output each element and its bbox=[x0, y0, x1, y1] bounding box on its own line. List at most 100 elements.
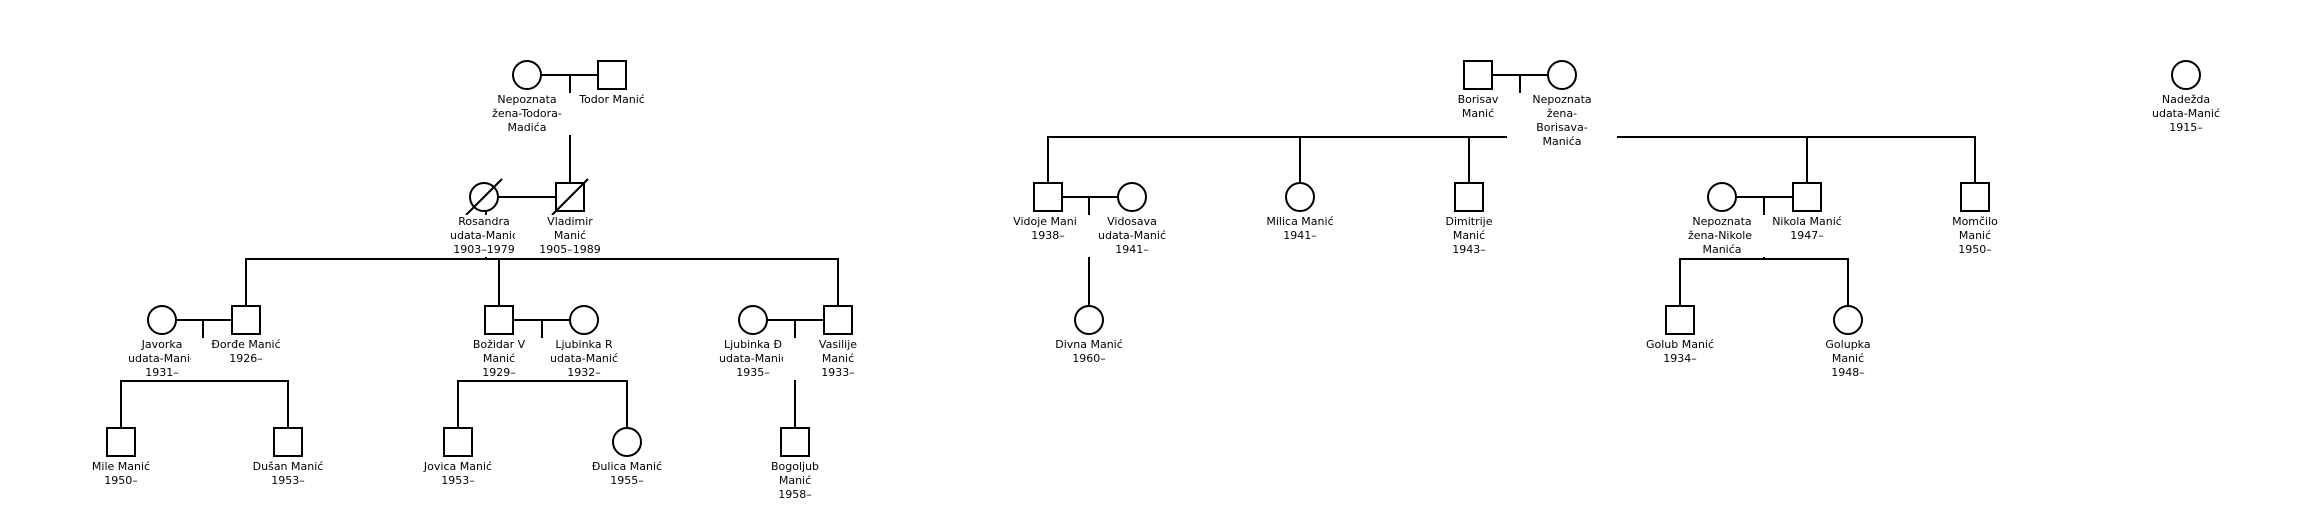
person-label-line: Bogoljub bbox=[770, 460, 820, 473]
male-symbol bbox=[1960, 182, 1990, 212]
person-label-line: 1935– bbox=[736, 366, 770, 379]
person-label-line: 1905–1989 bbox=[539, 243, 601, 256]
person-label-line: Madića bbox=[507, 121, 547, 134]
person-label-line: Javorka bbox=[141, 338, 183, 351]
person-label-line: Borisava- bbox=[1536, 121, 1588, 134]
female-symbol bbox=[1833, 305, 1863, 335]
person-label-line: Golub Manić bbox=[1645, 338, 1715, 351]
person-label-line: Vladimir bbox=[547, 215, 593, 228]
person-label-line: Dušan Manić bbox=[252, 460, 324, 473]
descent-line bbox=[1520, 136, 1976, 183]
female-symbol bbox=[1117, 182, 1147, 212]
descent-line bbox=[203, 380, 289, 429]
descent-line bbox=[1764, 258, 1849, 307]
male-symbol bbox=[273, 427, 303, 457]
person-label-line: udata-Manić bbox=[1097, 229, 1167, 242]
person-label-line: udata-Manić bbox=[127, 352, 197, 365]
male-symbol bbox=[443, 427, 473, 457]
person-label-line: udata-Manić bbox=[2151, 107, 2221, 120]
person-label-line: žena-Todora- bbox=[492, 107, 562, 120]
person-label-line: 1933– bbox=[821, 366, 855, 379]
person-label-line: Manića bbox=[1702, 243, 1742, 256]
person-label-line: 1955– bbox=[610, 474, 644, 487]
person-label-line: Divna Manić bbox=[1055, 338, 1123, 351]
female-symbol bbox=[147, 305, 177, 335]
person-label-line: 1932– bbox=[567, 366, 601, 379]
person-label-line: 1934– bbox=[1663, 352, 1697, 365]
person-label-line: udata-Manić bbox=[549, 352, 619, 365]
female-symbol bbox=[512, 60, 542, 90]
male-symbol bbox=[780, 427, 810, 457]
person-label-line: Manić bbox=[1958, 229, 1992, 242]
person-label-line: Manić bbox=[482, 352, 516, 365]
female-symbol bbox=[1074, 305, 1104, 335]
male-symbol bbox=[484, 305, 514, 335]
person-label-line: 1953– bbox=[441, 474, 475, 487]
person-label-line: Nepoznata bbox=[497, 93, 557, 106]
person-label-line: 1929– bbox=[482, 366, 516, 379]
female-symbol bbox=[1707, 182, 1737, 212]
person-label-line: Rosandra bbox=[458, 215, 510, 228]
person-label-line: Manić bbox=[553, 229, 587, 242]
descent-line bbox=[486, 258, 839, 307]
person-label-line: žena-Nikole- bbox=[1687, 229, 1756, 242]
person-label-line: žena- bbox=[1546, 107, 1578, 120]
female-symbol bbox=[2171, 60, 2201, 90]
male-symbol bbox=[1665, 305, 1695, 335]
person-label-line: 1943– bbox=[1452, 243, 1486, 256]
descent-line bbox=[542, 380, 628, 429]
relationship-lines bbox=[120, 74, 1976, 429]
person-label-line: 1947– bbox=[1790, 229, 1824, 242]
person-label-line: Golupka bbox=[1825, 338, 1871, 351]
female-symbol bbox=[738, 305, 768, 335]
person-label-line: Dimitrije bbox=[1445, 215, 1493, 228]
person-label-line: 1915– bbox=[2169, 121, 2203, 134]
person-label-line: 1931– bbox=[145, 366, 179, 379]
person-label-line: Manić bbox=[1461, 107, 1495, 120]
male-symbol bbox=[597, 60, 627, 90]
person-label-line: Nepoznata bbox=[1692, 215, 1752, 228]
person-label-line: Mile Manić bbox=[91, 460, 151, 473]
person-label-line: 1953– bbox=[271, 474, 305, 487]
deceased-slash bbox=[551, 178, 589, 216]
person-label-line: Milica Manić bbox=[1266, 215, 1334, 228]
person-label-line: 1941– bbox=[1283, 229, 1317, 242]
person-label-line: Manić bbox=[1831, 352, 1865, 365]
person-label: Todor Manić bbox=[557, 93, 667, 107]
male-symbol bbox=[1792, 182, 1822, 212]
person-label-line: Manić bbox=[821, 352, 855, 365]
male-symbol bbox=[1033, 182, 1063, 212]
person-label-line: Đulica Manić bbox=[591, 460, 663, 473]
male-symbol bbox=[231, 305, 261, 335]
person-label-line: 1960– bbox=[1072, 352, 1106, 365]
person-label-line: Božidar V bbox=[472, 338, 526, 351]
male-symbol bbox=[1463, 60, 1493, 90]
deceased-slash bbox=[465, 178, 503, 216]
female-symbol bbox=[1547, 60, 1577, 90]
person-label-line: Đorđe Manić bbox=[211, 338, 281, 351]
person-label-line: Vidosava bbox=[1107, 215, 1157, 228]
person-label-line: 1948– bbox=[1831, 366, 1865, 379]
female-symbol bbox=[569, 305, 599, 335]
person-label-line: 1903–1979 bbox=[453, 243, 515, 256]
person-label-line: 1941– bbox=[1115, 243, 1149, 256]
person-label-line: 1950– bbox=[104, 474, 138, 487]
person-label-line: Borisav bbox=[1457, 93, 1499, 106]
person-label-line: 1938– bbox=[1031, 229, 1065, 242]
